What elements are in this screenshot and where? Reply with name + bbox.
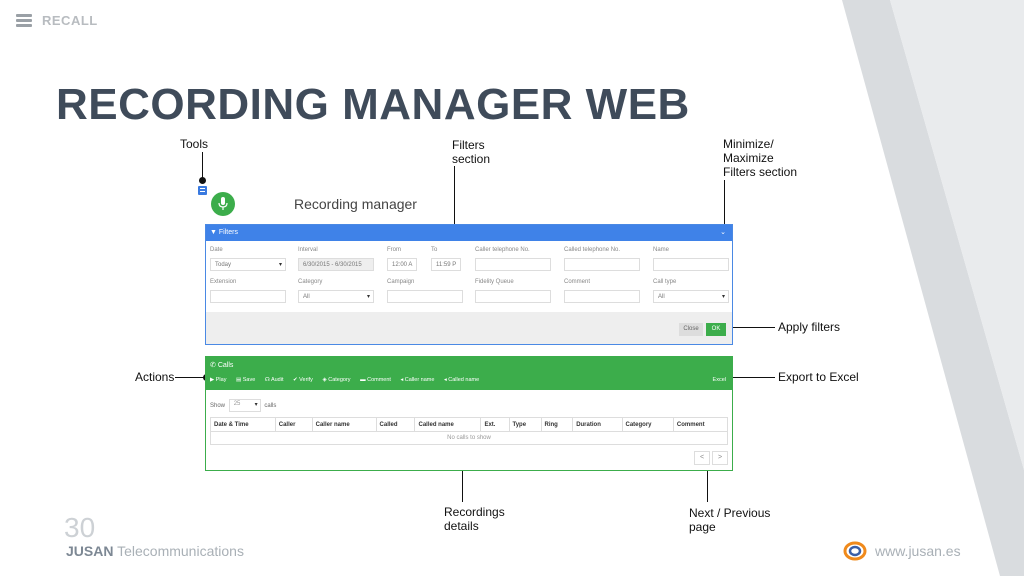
ok-button[interactable]: OK bbox=[706, 323, 726, 336]
extension-input[interactable] bbox=[210, 290, 286, 303]
campaign-input[interactable] bbox=[387, 290, 463, 303]
menu-icon bbox=[16, 14, 32, 28]
column-header[interactable]: Caller bbox=[274, 417, 313, 432]
app-title: Recording manager bbox=[294, 196, 417, 212]
filters-panel: ▼ Filters ⌄ Date Today Interval 6/30/201… bbox=[205, 224, 733, 345]
tools-icon[interactable] bbox=[198, 186, 207, 195]
to-input[interactable]: 11:59 P bbox=[431, 258, 461, 271]
category-label: Category bbox=[298, 279, 323, 285]
chevron-down-icon[interactable]: ⌄ bbox=[720, 229, 726, 236]
category-select[interactable]: All bbox=[298, 290, 374, 304]
prev-page-button[interactable]: < bbox=[694, 451, 710, 465]
comment-input[interactable] bbox=[564, 290, 640, 303]
show-label: Show bbox=[210, 403, 226, 410]
excel-button[interactable]: Excel bbox=[712, 377, 726, 383]
phone-icon: ✆ bbox=[210, 362, 216, 369]
name-input[interactable] bbox=[653, 258, 729, 271]
action-save[interactable]: ▤ Save bbox=[236, 377, 256, 383]
action-caller-name[interactable]: ◂ Caller name bbox=[400, 377, 435, 383]
name-label: Name bbox=[653, 247, 670, 253]
company-name: JUSAN Telecommunications bbox=[66, 543, 244, 559]
annotation-filters: Filters section bbox=[452, 138, 491, 166]
filter-icon: ▼ bbox=[210, 229, 217, 236]
fidelity-queue-input[interactable] bbox=[475, 290, 551, 303]
microphone-icon bbox=[211, 192, 235, 216]
page-size-select[interactable]: 25 bbox=[228, 399, 261, 412]
action-verify[interactable]: ✔ Verify bbox=[293, 377, 313, 383]
caller-telephone-label: Caller telephone No. bbox=[475, 247, 530, 253]
from-input[interactable]: 12:00 A bbox=[387, 258, 417, 271]
annotation-tools: Tools bbox=[180, 137, 209, 151]
called-telephone-input[interactable] bbox=[564, 258, 640, 271]
action-audit[interactable]: ☊ Audit bbox=[264, 377, 284, 383]
calls-panel: ✆ Calls ▶ Play ▤ Save ☊ Audit ✔ Verify ◈… bbox=[205, 356, 733, 471]
annotation-actions: Actions bbox=[135, 370, 175, 384]
empty-message: No calls to show bbox=[210, 431, 728, 445]
column-header[interactable]: Duration bbox=[572, 417, 623, 432]
to-label: To bbox=[431, 247, 438, 253]
close-button[interactable]: Close bbox=[679, 323, 703, 336]
filters-title: Filters bbox=[218, 229, 238, 236]
page-title: RECORDING MANAGER WEB bbox=[56, 80, 690, 129]
fidelity-queue-label: Fidelity Queue bbox=[475, 279, 514, 285]
section-label: RECALL bbox=[42, 13, 98, 28]
filters-footer: Close OK bbox=[206, 312, 732, 344]
column-header[interactable]: Called name bbox=[414, 417, 482, 432]
date-label: Date bbox=[210, 247, 223, 253]
action-play[interactable]: ▶ Play bbox=[210, 377, 227, 383]
caller-telephone-input[interactable] bbox=[475, 258, 551, 271]
column-header[interactable]: Category bbox=[621, 417, 674, 432]
annotation-pager: Next / Previous page bbox=[689, 506, 771, 534]
call-type-label: Call type bbox=[653, 279, 677, 285]
extension-label: Extension bbox=[210, 279, 237, 285]
date-select[interactable]: Today bbox=[210, 258, 286, 272]
column-header[interactable]: Ext. bbox=[480, 417, 510, 432]
action-called-name[interactable]: ◂ Called name bbox=[443, 377, 480, 383]
campaign-label: Campaign bbox=[387, 279, 415, 285]
column-header[interactable]: Comment bbox=[672, 417, 729, 432]
annotation-details: Recordings details bbox=[444, 505, 505, 533]
column-header[interactable]: Date & Time bbox=[210, 417, 276, 432]
jusan-logo-icon bbox=[843, 541, 867, 561]
annotation-apply: Apply filters bbox=[778, 320, 841, 334]
action-comment[interactable]: ▬ Comment bbox=[360, 377, 391, 383]
filters-header[interactable]: ▼ Filters ⌄ bbox=[206, 225, 732, 241]
call-type-select[interactable]: All bbox=[653, 290, 729, 304]
actions-toolbar: ▶ Play ▤ Save ☊ Audit ✔ Verify ◈ Categor… bbox=[210, 377, 487, 383]
interval-label: Interval bbox=[298, 247, 318, 253]
calls-header: ✆ Calls ▶ Play ▤ Save ☊ Audit ✔ Verify ◈… bbox=[206, 357, 732, 390]
next-page-button[interactable]: > bbox=[712, 451, 728, 465]
column-header[interactable]: Called bbox=[375, 417, 416, 432]
comment-label: Comment bbox=[564, 279, 591, 285]
pager: <> bbox=[692, 446, 728, 465]
website-link[interactable]: www.jusan.es bbox=[875, 543, 961, 559]
annotation-minimize: Minimize/ Maximize Filters section bbox=[723, 137, 798, 179]
page-number: 30 bbox=[64, 512, 96, 543]
show-suffix: calls bbox=[264, 403, 277, 410]
annotation-export: Export to Excel bbox=[778, 370, 859, 384]
column-header[interactable]: Caller name bbox=[311, 417, 377, 432]
from-label: From bbox=[387, 247, 401, 253]
column-header[interactable]: Ring bbox=[540, 417, 574, 432]
column-header[interactable]: Type bbox=[508, 417, 542, 432]
interval-input[interactable]: 6/30/2015 - 6/30/2015 bbox=[298, 258, 374, 271]
action-category[interactable]: ◈ Category bbox=[322, 377, 351, 383]
called-telephone-label: Called telephone No. bbox=[564, 247, 621, 253]
calls-title: Calls bbox=[217, 362, 234, 369]
page-size-control: Show 25 calls bbox=[210, 399, 276, 412]
